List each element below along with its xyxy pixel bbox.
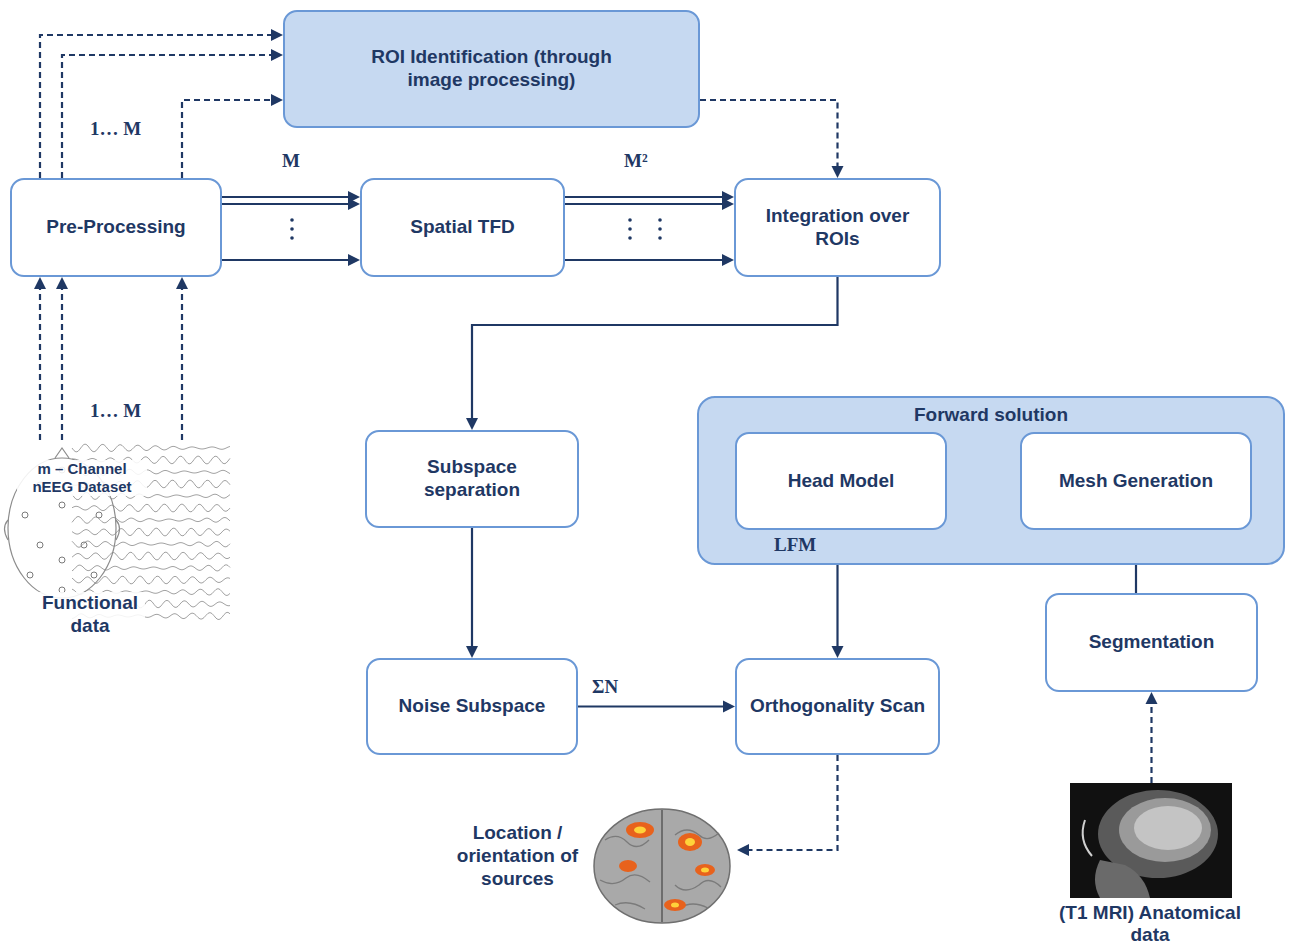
process-box: Mesh Generation — [1020, 432, 1252, 530]
data-source: m – Channel nEEG DatasetFunctional data — [5, 440, 235, 650]
arrowhead — [723, 701, 735, 713]
eeg-trace — [72, 565, 230, 571]
edge-label: ΣN — [590, 676, 620, 698]
connector-line — [222, 259, 350, 261]
arrowhead — [1146, 692, 1158, 704]
connector — [700, 100, 844, 178]
process-box: ROI Identification (through image proces… — [283, 10, 700, 128]
arrowhead — [466, 646, 478, 658]
node-caption: Functional data — [35, 592, 145, 638]
process-box: Orthogonality Scan — [735, 658, 940, 755]
arrowhead — [722, 254, 734, 266]
edge-label: M² — [622, 150, 650, 172]
eeg-trace — [72, 528, 230, 536]
connector-line — [471, 528, 473, 648]
process-box: Segmentation — [1045, 593, 1258, 692]
electrode — [91, 572, 97, 578]
box-label: Mesh Generation — [1059, 470, 1213, 493]
eeg-trace — [72, 576, 230, 584]
box-label: Subspace separation — [377, 456, 567, 502]
arrowhead — [34, 277, 46, 289]
node-heading: m – Channel nEEG Dataset — [17, 460, 147, 496]
arrowhead — [832, 646, 844, 658]
arrowhead — [271, 29, 283, 41]
process-box: Noise Subspace — [366, 658, 578, 755]
electrode — [27, 572, 33, 578]
brain-illustration — [594, 809, 730, 923]
electrode — [37, 542, 43, 548]
data-source: (T1 MRI) Anatomical data — [1040, 783, 1260, 948]
arrowhead — [832, 166, 844, 178]
process-box: Pre-Processing — [10, 178, 222, 277]
box-label: Segmentation — [1089, 631, 1215, 654]
connector-line — [747, 755, 838, 850]
node-heading: Location / orientation of sources — [455, 822, 580, 890]
connector-line — [61, 287, 63, 440]
edge-label: LFM — [772, 534, 818, 556]
box-label: ROI Identification (through image proces… — [342, 46, 642, 92]
arrowhead — [56, 277, 68, 289]
edge-label: 1… M — [88, 400, 143, 422]
connector — [578, 701, 735, 713]
connector — [222, 191, 360, 266]
box-label: Integration over ROIs — [746, 205, 929, 251]
arrowhead — [271, 94, 283, 106]
box-label: Pre-Processing — [46, 216, 185, 239]
connector — [737, 755, 838, 856]
arrowhead — [348, 254, 360, 266]
connector-line — [222, 196, 350, 198]
eeg-trace — [72, 444, 230, 452]
box-label: Noise Subspace — [399, 695, 546, 718]
arrowhead — [348, 198, 360, 210]
connector-line — [700, 100, 838, 168]
process-box: Integration over ROIs — [734, 178, 941, 277]
arrowhead — [466, 418, 478, 430]
arrowhead — [722, 198, 734, 210]
connector-line — [565, 259, 724, 261]
arrowhead — [737, 844, 749, 856]
result-output: Location / orientation of sources — [455, 800, 737, 930]
connector-line — [39, 287, 41, 440]
connector — [34, 277, 188, 440]
node-heading: Forward solution — [699, 404, 1283, 427]
node-heading: (T1 MRI) Anatomical data — [1040, 902, 1260, 946]
connector — [40, 29, 283, 178]
mri-illustration — [1070, 783, 1232, 898]
eeg-trace — [72, 552, 230, 560]
box-label: Head Model — [788, 470, 895, 493]
electrode — [59, 557, 65, 563]
arrowhead — [176, 277, 188, 289]
connector-line — [182, 100, 273, 178]
connector-line — [222, 203, 350, 205]
connector-line — [181, 287, 183, 440]
box-label: Spatial TFD — [410, 216, 515, 239]
connector-line — [565, 196, 724, 198]
arrowhead — [271, 49, 283, 61]
connector-line — [578, 705, 725, 707]
eeg-trace — [72, 541, 230, 547]
box-label: Orthogonality Scan — [750, 695, 925, 718]
connector-line — [565, 203, 724, 205]
connector-line — [40, 35, 273, 178]
edge-label: M — [280, 150, 302, 172]
connector — [565, 191, 734, 266]
connector — [466, 528, 478, 658]
eeg-trace — [72, 516, 230, 523]
eeg-trace — [72, 504, 230, 512]
process-box: Spatial TFD — [360, 178, 565, 277]
connector — [1146, 692, 1158, 783]
connector-line — [62, 55, 273, 178]
electrode — [59, 502, 65, 508]
connector-line — [1150, 702, 1152, 783]
process-box: Head Model — [735, 432, 947, 530]
electrode — [22, 512, 28, 518]
process-box: Subspace separation — [365, 430, 579, 528]
edge-label: 1… M — [88, 118, 143, 140]
